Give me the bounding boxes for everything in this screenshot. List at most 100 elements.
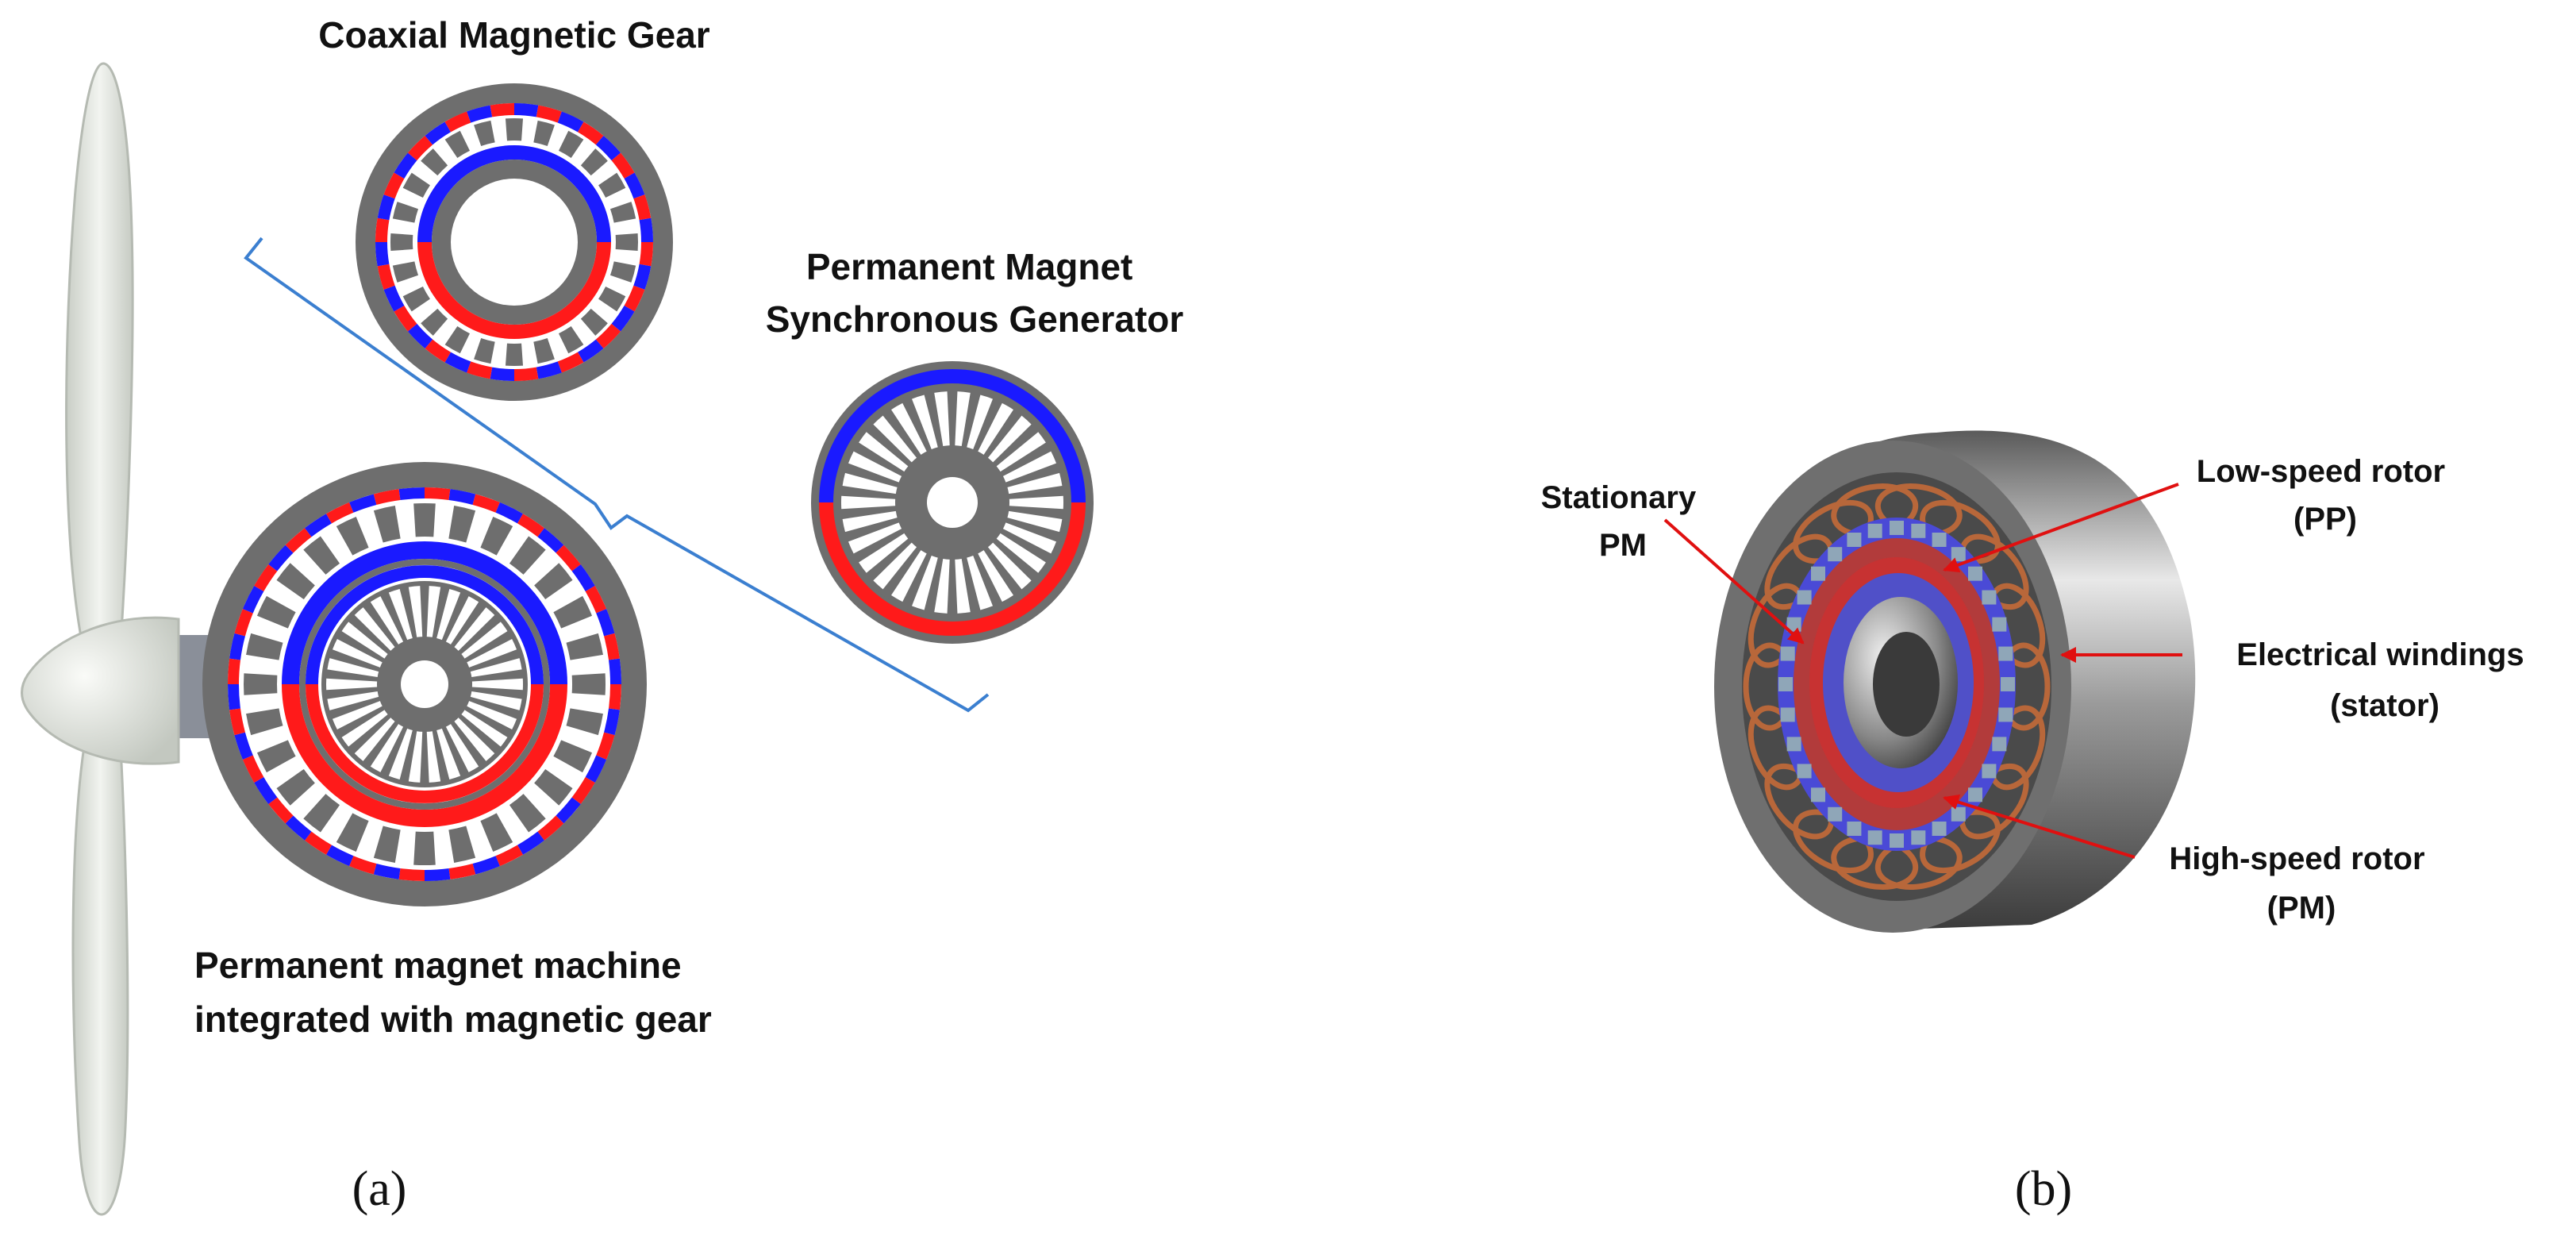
outer-pm-segment	[444, 111, 471, 133]
pole-piece	[474, 120, 495, 147]
pole-piece-segment	[1992, 617, 2007, 632]
pole-piece	[505, 117, 524, 141]
outer-pm-segment	[608, 658, 621, 684]
outer-pm-segment	[608, 684, 621, 710]
outer-pm-segment	[326, 845, 354, 867]
outer-pm-segment	[578, 121, 604, 145]
pole-piece	[390, 233, 413, 252]
pole-piece	[336, 516, 369, 556]
outer-pm-segment	[596, 732, 615, 760]
outer-pm-segment	[490, 103, 514, 117]
panel-a: Coaxial Magnetic Gear Permanent Magnet S…	[21, 14, 1184, 1216]
stator-slot	[934, 559, 950, 614]
pole-piece	[303, 794, 340, 833]
stator-slot	[848, 451, 902, 483]
pole-piece	[598, 287, 626, 312]
outer-pm-segment	[373, 864, 401, 879]
pole-piece	[480, 516, 513, 556]
pole-piece	[373, 826, 401, 863]
stator-slot	[388, 589, 413, 641]
middle-pm-half-north	[282, 541, 567, 684]
stationary-pm-label: Stationary PM	[1541, 480, 1705, 563]
stator-slot	[325, 678, 378, 691]
outer-pm-segment	[305, 514, 332, 537]
outer-pm-segment	[537, 815, 564, 841]
electrical-windings-label: Electrical windings (stator)	[2236, 637, 2532, 723]
stator-slot	[370, 724, 404, 772]
stator-slot	[1002, 522, 1057, 554]
stator-slot	[967, 394, 993, 449]
pole-piece-segment	[1786, 737, 1801, 752]
outer-pm-segment	[394, 306, 417, 332]
outer-pm-segment	[633, 194, 652, 221]
outer-pm-segment	[349, 856, 377, 875]
outer-pm-segment	[517, 831, 544, 855]
outer-pm-segment	[407, 323, 433, 349]
pole-piece	[303, 536, 340, 575]
outer-pm-segment	[228, 658, 241, 684]
stator-slot	[934, 391, 950, 446]
rotor-pm-half-north	[819, 368, 1086, 502]
outer-pm-segment	[490, 367, 514, 381]
outer-pm-segment	[495, 845, 523, 867]
pole-piece	[402, 287, 430, 312]
inner-pm-half-south	[417, 242, 612, 340]
pole-piece-segment	[1811, 787, 1826, 802]
stator-slot	[891, 402, 927, 455]
windings-label-line1: Electrical windings	[2236, 637, 2524, 672]
stator-slot	[842, 472, 898, 495]
outer-pm-segment	[377, 264, 395, 290]
pole-piece	[566, 708, 603, 736]
integrated-machine-label: Permanent magnet machine integrated with…	[194, 945, 712, 1040]
pmsg-label-line1: Permanent Magnet	[806, 246, 1133, 287]
outer-pm-segment	[467, 105, 493, 123]
pole-piece	[373, 506, 401, 543]
stator-slot	[859, 533, 909, 573]
outer-pm-segment	[604, 633, 620, 660]
pole-piece	[256, 595, 296, 629]
stator-slot	[848, 522, 902, 554]
pmsg-cross-section	[811, 361, 1094, 644]
outer-pm-segment	[268, 545, 294, 572]
turbine-blade-bottom	[71, 717, 129, 1216]
outer-pm-segment	[624, 285, 645, 312]
stator-slot	[1007, 472, 1063, 495]
pole-piece	[580, 308, 608, 336]
windings-label-line2: (stator)	[2330, 688, 2440, 723]
outer-pm-segment	[326, 502, 354, 524]
low-speed-rotor-arrow	[1943, 483, 2179, 573]
stator-slot	[341, 710, 388, 747]
pole-piece	[571, 673, 606, 695]
middle-pm-half-south	[282, 684, 568, 828]
stator-slot	[996, 533, 1046, 573]
stator-slot	[341, 622, 388, 659]
pole-piece	[559, 130, 584, 158]
stator-slot	[408, 731, 423, 783]
pmsg-label: Permanent Magnet Synchronous Generator	[766, 246, 1184, 340]
outer-pm-segment	[383, 172, 405, 199]
outer-pm-segment	[373, 489, 401, 505]
outer-pm-segment	[234, 732, 253, 760]
outer-pm-segment	[604, 708, 620, 736]
outer-pm-segment	[242, 586, 264, 614]
pole-piece	[580, 148, 608, 176]
stator-slot	[436, 728, 461, 779]
turbine-hub	[21, 616, 180, 765]
outer-pm-segment	[517, 514, 544, 537]
stator-slot	[461, 710, 508, 747]
rotor-pm-half-south	[306, 684, 544, 803]
outer-pm-segment	[407, 135, 433, 161]
stator-slot	[327, 691, 379, 710]
stator-slot	[467, 639, 517, 668]
pole-piece	[534, 768, 573, 806]
pole-piece	[474, 337, 495, 364]
stator-slot	[454, 718, 495, 761]
outer-pm-segment	[571, 564, 595, 591]
stator-slot	[454, 607, 495, 651]
stator-slot	[1009, 495, 1063, 510]
outer-pm-segment	[585, 586, 607, 614]
stator-slot	[327, 658, 379, 677]
stator-slot	[461, 622, 508, 659]
pole-piece	[276, 563, 315, 600]
outer-pm-segment	[375, 242, 390, 267]
